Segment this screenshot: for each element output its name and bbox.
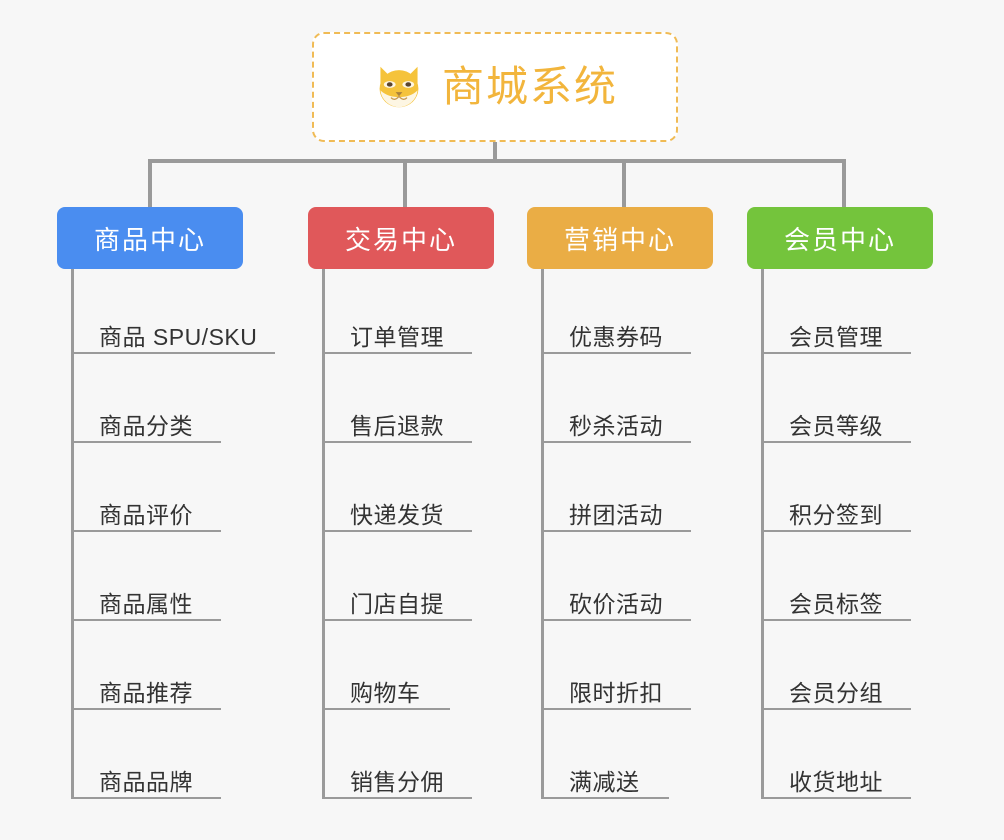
leaf-item[interactable]: 购物车 (322, 666, 450, 710)
category-header-label: 交易中心 (344, 224, 457, 255)
leaf-item[interactable]: 商品评价 (71, 488, 221, 532)
leaf-item[interactable]: 门店自提 (322, 577, 472, 621)
column-drop-connector (622, 159, 626, 209)
leaf-item-label: 优惠券码 (569, 323, 663, 350)
leaf-item[interactable]: 会员等级 (761, 399, 911, 443)
leaf-item[interactable]: 积分签到 (761, 488, 911, 532)
leaf-item-label: 会员分组 (789, 679, 883, 706)
leaf-item-label: 会员标签 (789, 590, 883, 617)
leaf-item-label: 收货地址 (789, 768, 883, 795)
leaf-item-label: 会员管理 (789, 323, 883, 350)
category-header-label: 商品中心 (93, 224, 206, 255)
leaf-item[interactable]: 商品 SPU/SKU (71, 310, 275, 354)
leaf-item[interactable]: 商品分类 (71, 399, 221, 443)
leaf-item[interactable]: 秒杀活动 (541, 399, 691, 443)
leaf-item-label: 门店自提 (350, 590, 444, 617)
category-header-2[interactable]: 交易中心 (308, 207, 494, 269)
root-node[interactable]: 商城系统 (312, 32, 678, 142)
column-trunk-connector (541, 269, 544, 799)
column-trunk-connector (761, 269, 764, 799)
leaf-item-label: 商品分类 (99, 412, 193, 439)
category-header-1[interactable]: 商品中心 (57, 207, 243, 269)
category-header-3[interactable]: 营销中心 (527, 207, 713, 269)
leaf-item[interactable]: 拼团活动 (541, 488, 691, 532)
leaf-item[interactable]: 限时折扣 (541, 666, 691, 710)
leaf-item-label: 满减送 (569, 768, 640, 795)
leaf-item-label: 销售分佣 (350, 768, 444, 795)
leaf-item-label: 购物车 (350, 679, 421, 706)
leaf-item-label: 限时折扣 (569, 679, 663, 706)
leaf-item-label: 快递发货 (350, 501, 444, 528)
column-trunk-connector (322, 269, 325, 799)
leaf-item[interactable]: 商品品牌 (71, 755, 221, 799)
leaf-item[interactable]: 售后退款 (322, 399, 472, 443)
leaf-item[interactable]: 快递发货 (322, 488, 472, 532)
leaf-item-label: 商品 SPU/SKU (99, 323, 258, 350)
shiba-dog-face-icon (372, 60, 426, 114)
leaf-item[interactable]: 销售分佣 (322, 755, 472, 799)
category-header-label: 会员中心 (783, 224, 896, 255)
horizontal-bus-connector (148, 159, 842, 163)
root-stem-connector (493, 142, 497, 163)
leaf-item[interactable]: 会员分组 (761, 666, 911, 710)
leaf-item-label: 商品推荐 (99, 679, 193, 706)
category-header-4[interactable]: 会员中心 (747, 207, 933, 269)
leaf-item[interactable]: 商品推荐 (71, 666, 221, 710)
leaf-item-label: 砍价活动 (569, 590, 663, 617)
leaf-item[interactable]: 收货地址 (761, 755, 911, 799)
leaf-item-label: 积分签到 (789, 501, 883, 528)
leaf-item[interactable]: 商品属性 (71, 577, 221, 621)
column-trunk-connector (71, 269, 74, 799)
root-title: 商城系统 (441, 63, 618, 110)
column-drop-connector (403, 159, 407, 209)
category-header-label: 营销中心 (563, 224, 676, 255)
leaf-item-label: 商品品牌 (99, 768, 193, 795)
leaf-item-label: 售后退款 (350, 412, 444, 439)
leaf-item[interactable]: 订单管理 (322, 310, 472, 354)
column-drop-connector (148, 159, 152, 209)
leaf-item[interactable]: 优惠券码 (541, 310, 691, 354)
leaf-item[interactable]: 砍价活动 (541, 577, 691, 621)
leaf-item-label: 拼团活动 (569, 501, 663, 528)
leaf-item-label: 商品属性 (99, 590, 193, 617)
column-drop-connector (842, 159, 846, 209)
leaf-item-label: 订单管理 (350, 323, 444, 350)
leaf-item[interactable]: 会员标签 (761, 577, 911, 621)
leaf-item-label: 商品评价 (99, 501, 193, 528)
leaf-item-label: 会员等级 (789, 412, 883, 439)
leaf-item[interactable]: 满减送 (541, 755, 669, 799)
leaf-item[interactable]: 会员管理 (761, 310, 911, 354)
leaf-item-label: 秒杀活动 (569, 412, 663, 439)
